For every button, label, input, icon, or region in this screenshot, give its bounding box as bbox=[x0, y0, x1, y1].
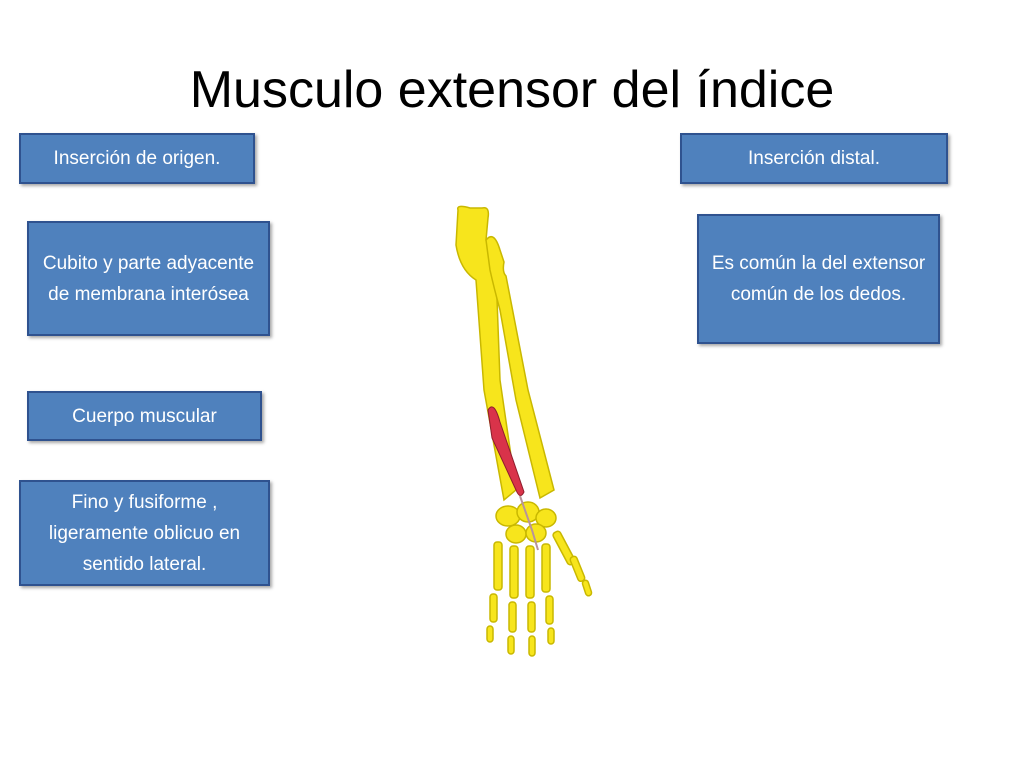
finger-bones bbox=[486, 530, 593, 657]
origin-insertion-detail-text: Cubito y parte adyacente de membrana int… bbox=[42, 252, 255, 305]
carpal-bone bbox=[495, 505, 521, 527]
forearm-bones bbox=[455, 205, 593, 657]
muscle-tendon bbox=[519, 495, 539, 551]
origin-insertion-heading-text: Inserción de origen. bbox=[53, 148, 221, 169]
muscle-body-detail-box: Fino y fusiforme , ligeramente oblicuo e… bbox=[19, 480, 270, 586]
carpal-bone bbox=[525, 523, 547, 543]
carpal-bone bbox=[535, 508, 557, 528]
carpal-bone bbox=[505, 524, 527, 544]
radius-bone bbox=[485, 235, 555, 500]
origin-insertion-detail-box: Cubito y parte adyacente de membrana int… bbox=[27, 221, 270, 336]
muscle-body-detail-text: Fino y fusiforme , ligeramente oblicuo e… bbox=[48, 491, 241, 575]
muscle-body-heading-text: Cuerpo muscular bbox=[72, 405, 217, 427]
forearm-hand-illustration bbox=[455, 205, 593, 657]
distal-insertion-heading-text: Inserción distal. bbox=[747, 148, 880, 169]
distal-insertion-heading-box: Inserción distal. bbox=[680, 133, 948, 184]
slide-title: Musculo extensor del índice bbox=[189, 61, 835, 119]
origin-insertion-heading-box: Inserción de origen. bbox=[19, 133, 255, 184]
muscle-body-heading-box: Cuerpo muscular bbox=[27, 391, 262, 441]
distal-insertion-detail-text: Es común la del extensor común de los de… bbox=[711, 253, 926, 305]
distal-insertion-detail-box: Es común la del extensor común de los de… bbox=[697, 214, 940, 344]
extensor-indicis-muscle bbox=[487, 406, 525, 496]
